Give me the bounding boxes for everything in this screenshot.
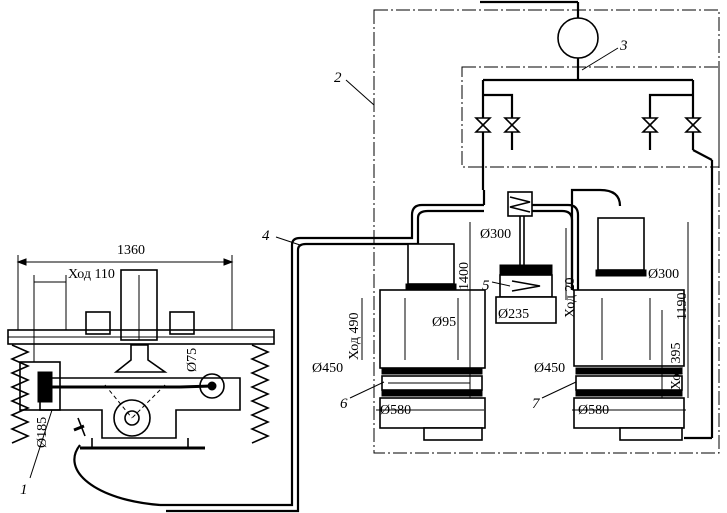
label-dia-185: Ø185 <box>35 417 50 448</box>
callout-2: 2 <box>334 70 342 86</box>
label-dia-235: Ø235 <box>498 307 529 322</box>
callout-numbers: 1 2 3 4 5 6 7 <box>20 38 628 498</box>
callout-leaders <box>29 47 619 479</box>
label-dia-300-mid: Ø300 <box>480 227 511 242</box>
label-dia-450-left: Ø450 <box>312 361 343 376</box>
callout-3: 3 <box>619 38 628 54</box>
label-1360: 1360 <box>117 243 145 258</box>
accumulator-left <box>379 243 486 441</box>
label-dia-75: Ø75 <box>185 348 200 372</box>
label-dia-450-right: Ø450 <box>534 361 565 376</box>
valve-icon <box>474 117 702 133</box>
label-dia-580-right: Ø580 <box>578 403 609 418</box>
label-dia-580-left: Ø580 <box>380 403 411 418</box>
callout-6: 6 <box>340 396 348 412</box>
callout-5: 5 <box>482 278 490 294</box>
label-stroke-20: Ход 20 <box>563 278 578 318</box>
label-1190: 1190 <box>675 293 690 320</box>
pressure-valve <box>482 190 580 324</box>
dimension-labels: 1360 Ход 110 Ø75 Ø185 Ø300 Ø235 Ход 20 1… <box>35 227 690 448</box>
label-dia-300-right: Ø300 <box>648 267 679 282</box>
label-stroke-490: Ход 490 <box>347 313 362 360</box>
callout-7: 7 <box>532 396 541 412</box>
label-stroke-395: Ход 395 <box>669 343 684 390</box>
label-1400: 1400 <box>457 262 472 290</box>
pump-motor <box>480 0 599 80</box>
valve-block <box>461 66 720 438</box>
accumulator-right <box>570 188 712 441</box>
label-stroke-110: Ход 110 <box>68 267 115 282</box>
callout-4: 4 <box>262 228 270 244</box>
label-dia-95: Ø95 <box>432 315 456 330</box>
dimension-lines <box>16 222 689 411</box>
callout-1: 1 <box>20 482 28 498</box>
press-machine <box>7 269 275 507</box>
station-boundary <box>373 9 720 454</box>
main-pipe <box>160 203 484 513</box>
